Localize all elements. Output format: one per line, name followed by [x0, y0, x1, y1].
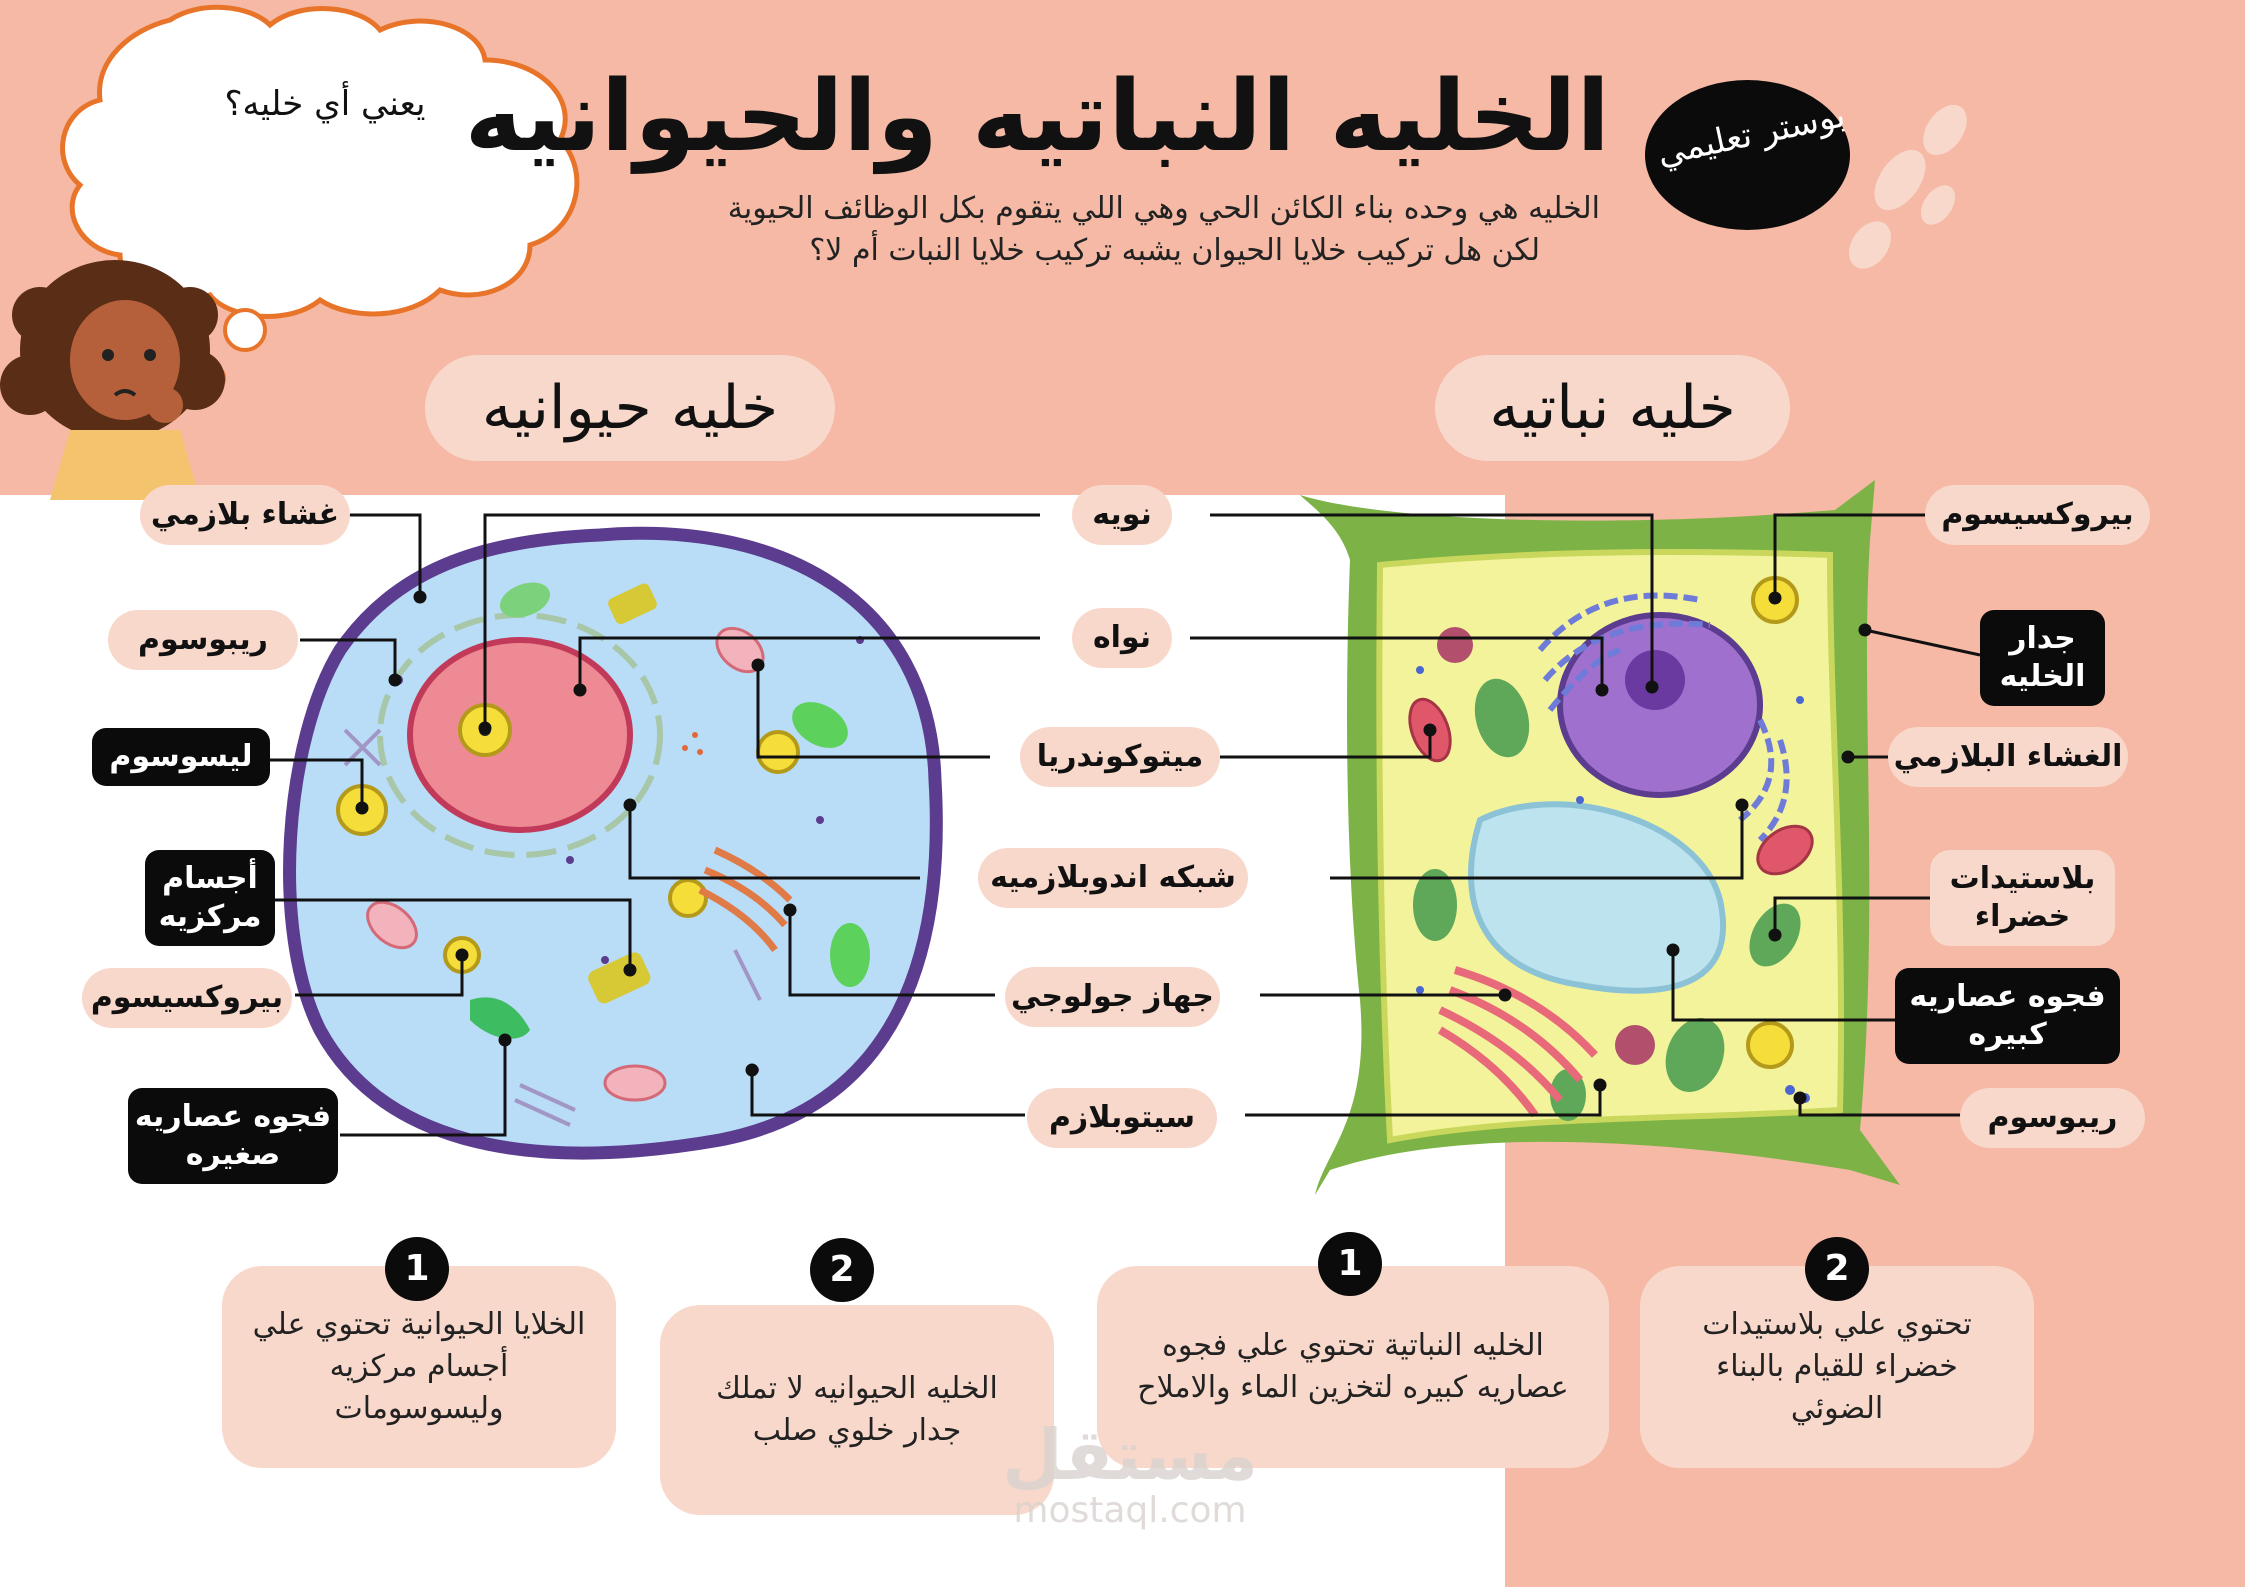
label-animal-plasma-membrane: غشاء بلازمي — [140, 485, 350, 545]
plant-card-1: الخليه النباتية تحتوي علي فجوه عصاريه كب… — [1097, 1266, 1609, 1468]
animal-card-2-text: الخليه الحيوانيه لا تملك جدار خلوي صلب — [716, 1371, 998, 1448]
label-animal-lysosome: ليسوسوم — [92, 728, 270, 786]
plant-card-2-text: تحتوي علي بلاستيدات خضراء للقيام بالبناء… — [1702, 1307, 1972, 1426]
label-nucleolus: نويه — [1072, 485, 1172, 545]
watermark-arabic: مستقل — [1001, 1414, 1258, 1496]
plant-card-1-number: 1 — [1318, 1232, 1382, 1296]
label-plant-chloroplasts: بلاستيدات خضراء — [1930, 850, 2115, 946]
label-mitochondria: ميتوكوندريا — [1020, 727, 1220, 787]
subtitle-line-2: لكن هل تركيب خلايا الحيوان يشبه تركيب خل… — [809, 233, 1540, 268]
label-animal-peroxisome: بيروكسيسوم — [82, 968, 292, 1028]
subtitle-line-1: الخليه هي وحده بناء الكائن الحي وهي اللي… — [727, 191, 1600, 226]
label-plant-large-vacuole: فجوه عصاريه كبيره — [1895, 968, 2120, 1064]
animal-card-1-number: 1 — [385, 1237, 449, 1301]
thinking-girl-icon — [0, 260, 225, 500]
animal-card-1-text: الخلايا الحيوانية تحتوي علي أجسام مركزيه… — [252, 1307, 586, 1426]
label-animal-ribosome: ريبوسوم — [108, 610, 298, 670]
animal-cell-header: خليه حيوانيه — [425, 355, 835, 461]
page-title: الخليه النباتيه والحيوانيه — [464, 60, 1610, 174]
animal-card-2: الخليه الحيوانيه لا تملك جدار خلوي صلب — [660, 1305, 1054, 1515]
label-nucleus: نواه — [1072, 608, 1172, 668]
label-plant-cell-wall: جدار الخليه — [1980, 610, 2105, 706]
thought-bubble-text: يعني أي خليه؟ — [224, 84, 426, 124]
label-endoplasmic-reticulum: شبكه اندوبلازميه — [978, 848, 1248, 908]
animal-card-2-number: 2 — [810, 1238, 874, 1302]
poster-badge: بوستر تعليمي — [1645, 80, 1850, 230]
page-subtitle: الخليه هي وحده بناء الكائن الحي وهي اللي… — [560, 188, 1600, 272]
label-cytoplasm: سيتوبلازم — [1027, 1088, 1217, 1148]
decorative-drops-icon — [1849, 105, 1967, 269]
label-animal-small-vacuole: فجوه عصاريه صغيره — [128, 1088, 338, 1184]
plant-card-1-text: الخليه النباتية تحتوي علي فجوه عصاريه كب… — [1137, 1328, 1569, 1405]
label-golgi: جهاز جولوجي — [1005, 967, 1220, 1027]
watermark: مستقل mostaql.com — [980, 1420, 1280, 1531]
label-animal-centrioles: أجسام مركزيه — [145, 850, 275, 946]
watermark-latin: mostaql.com — [1013, 1490, 1247, 1531]
plant-cell-header: خليه نباتيه — [1435, 355, 1790, 461]
plant-card-2-number: 2 — [1805, 1237, 1869, 1301]
animal-cell-illustration — [283, 526, 943, 1160]
label-plant-ribosome: ريبوسوم — [1960, 1088, 2145, 1148]
label-plant-peroxisome: بيروكسيسوم — [1925, 485, 2150, 545]
label-plant-plasma-membrane: الغشاء البلازمي — [1888, 727, 2128, 787]
